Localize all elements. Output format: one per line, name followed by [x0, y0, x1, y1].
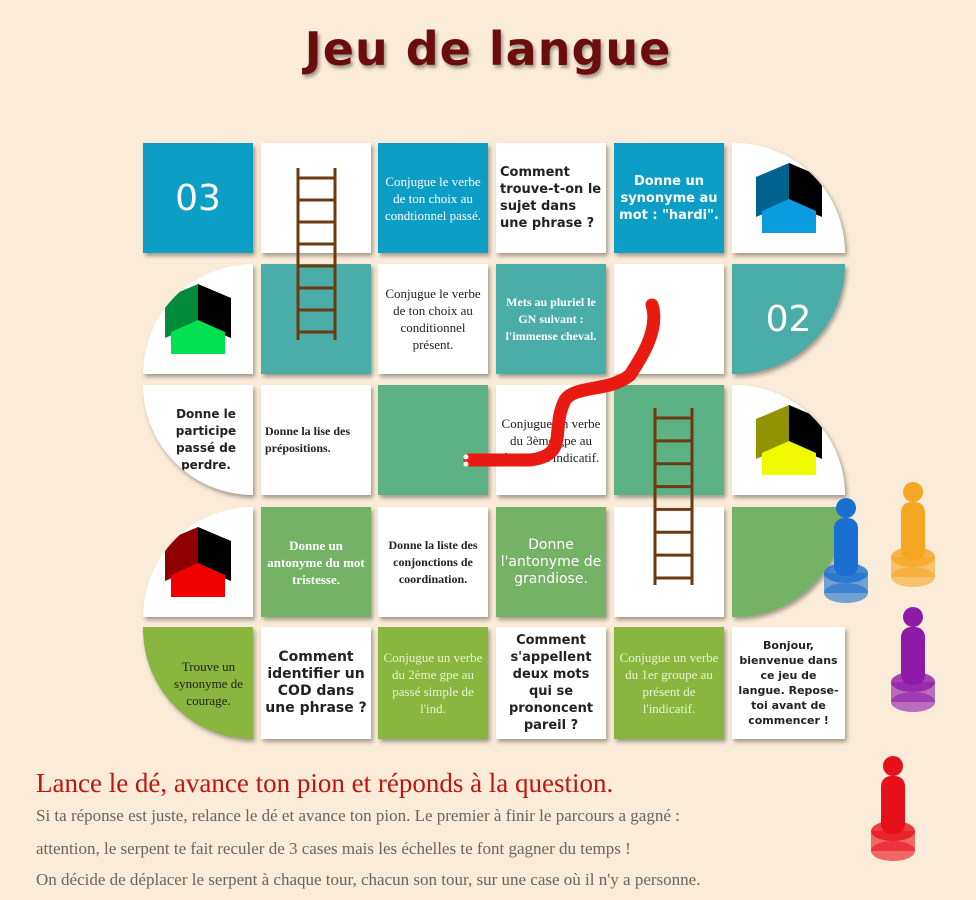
cell-02[interactable]: 02 — [732, 264, 845, 374]
instructions-line: On décide de déplacer le serpent à chaqu… — [36, 870, 701, 889]
cell[interactable]: Conjugue un verbe du 2ème gpe au passé s… — [378, 627, 488, 739]
instructions-heading: Lance le dé, avance ton pion et réponds … — [36, 768, 614, 798]
cell[interactable]: Donne un synonyme au mot : "hardi". — [614, 143, 724, 253]
pawn-icon[interactable] — [871, 756, 915, 861]
cell-house-yellow[interactable] — [732, 385, 845, 495]
cell-ladder-bottom[interactable] — [614, 507, 724, 617]
cell-snake-tail[interactable] — [614, 264, 724, 374]
cell-03[interactable]: 03 — [143, 143, 253, 253]
pawn-icon[interactable] — [891, 482, 935, 587]
cell-ladder-top[interactable] — [261, 143, 371, 253]
cell[interactable]: Comment trouve-t-on le sujet dans une ph… — [496, 143, 606, 253]
house-icon — [754, 405, 824, 475]
cell-house-green[interactable] — [143, 264, 253, 374]
cell-ladder-top[interactable] — [614, 385, 724, 495]
cell[interactable]: Donne l'antonyme de grandiose. — [496, 507, 606, 617]
cell-house-blue[interactable] — [732, 143, 845, 253]
cell[interactable]: Comment s'appellent deux mots qui se pro… — [496, 627, 606, 739]
cell[interactable]: Donne un antonyme du mot tristesse. — [261, 507, 371, 617]
house-icon — [163, 527, 233, 597]
instructions-line: Si ta réponse est juste, relance le dé e… — [36, 806, 680, 825]
cell-ladder-bottom[interactable] — [261, 264, 371, 374]
cell-house-red[interactable] — [143, 507, 253, 617]
cell[interactable]: Donne la lise des prépositions. — [261, 385, 371, 495]
pawn-icon[interactable] — [891, 607, 935, 712]
cell[interactable]: Conjugue un verbe du 1er groupe au prése… — [614, 627, 724, 739]
cell[interactable]: Comment identifier un COD dans une phras… — [261, 627, 371, 739]
cell[interactable]: Conjugue le verbe de ton choix au condit… — [378, 264, 488, 374]
cell[interactable]: Conjugue un verbe du 3ème gpe au futur d… — [496, 385, 606, 495]
cell-start[interactable]: Bonjour, bienvenue dans ce jeu de langue… — [732, 627, 845, 739]
page-title: Jeu de langue — [304, 22, 672, 76]
house-icon — [163, 284, 233, 354]
cell-snake-head[interactable] — [378, 385, 488, 495]
cell[interactable]: Conjugue le verbe de ton choix au condti… — [378, 143, 488, 253]
cell[interactable]: Mets au pluriel le GN suivant : l'immens… — [496, 264, 606, 374]
house-icon — [754, 163, 824, 233]
instructions-line: attention, le serpent te fait reculer de… — [36, 839, 631, 858]
cell[interactable]: Trouve un synonyme de courage. — [143, 627, 253, 739]
cell[interactable]: Donne la liste des conjonctions de coord… — [378, 507, 488, 617]
cell[interactable] — [732, 507, 845, 617]
cell[interactable]: Donne le participe passé de perdre. — [143, 385, 253, 495]
